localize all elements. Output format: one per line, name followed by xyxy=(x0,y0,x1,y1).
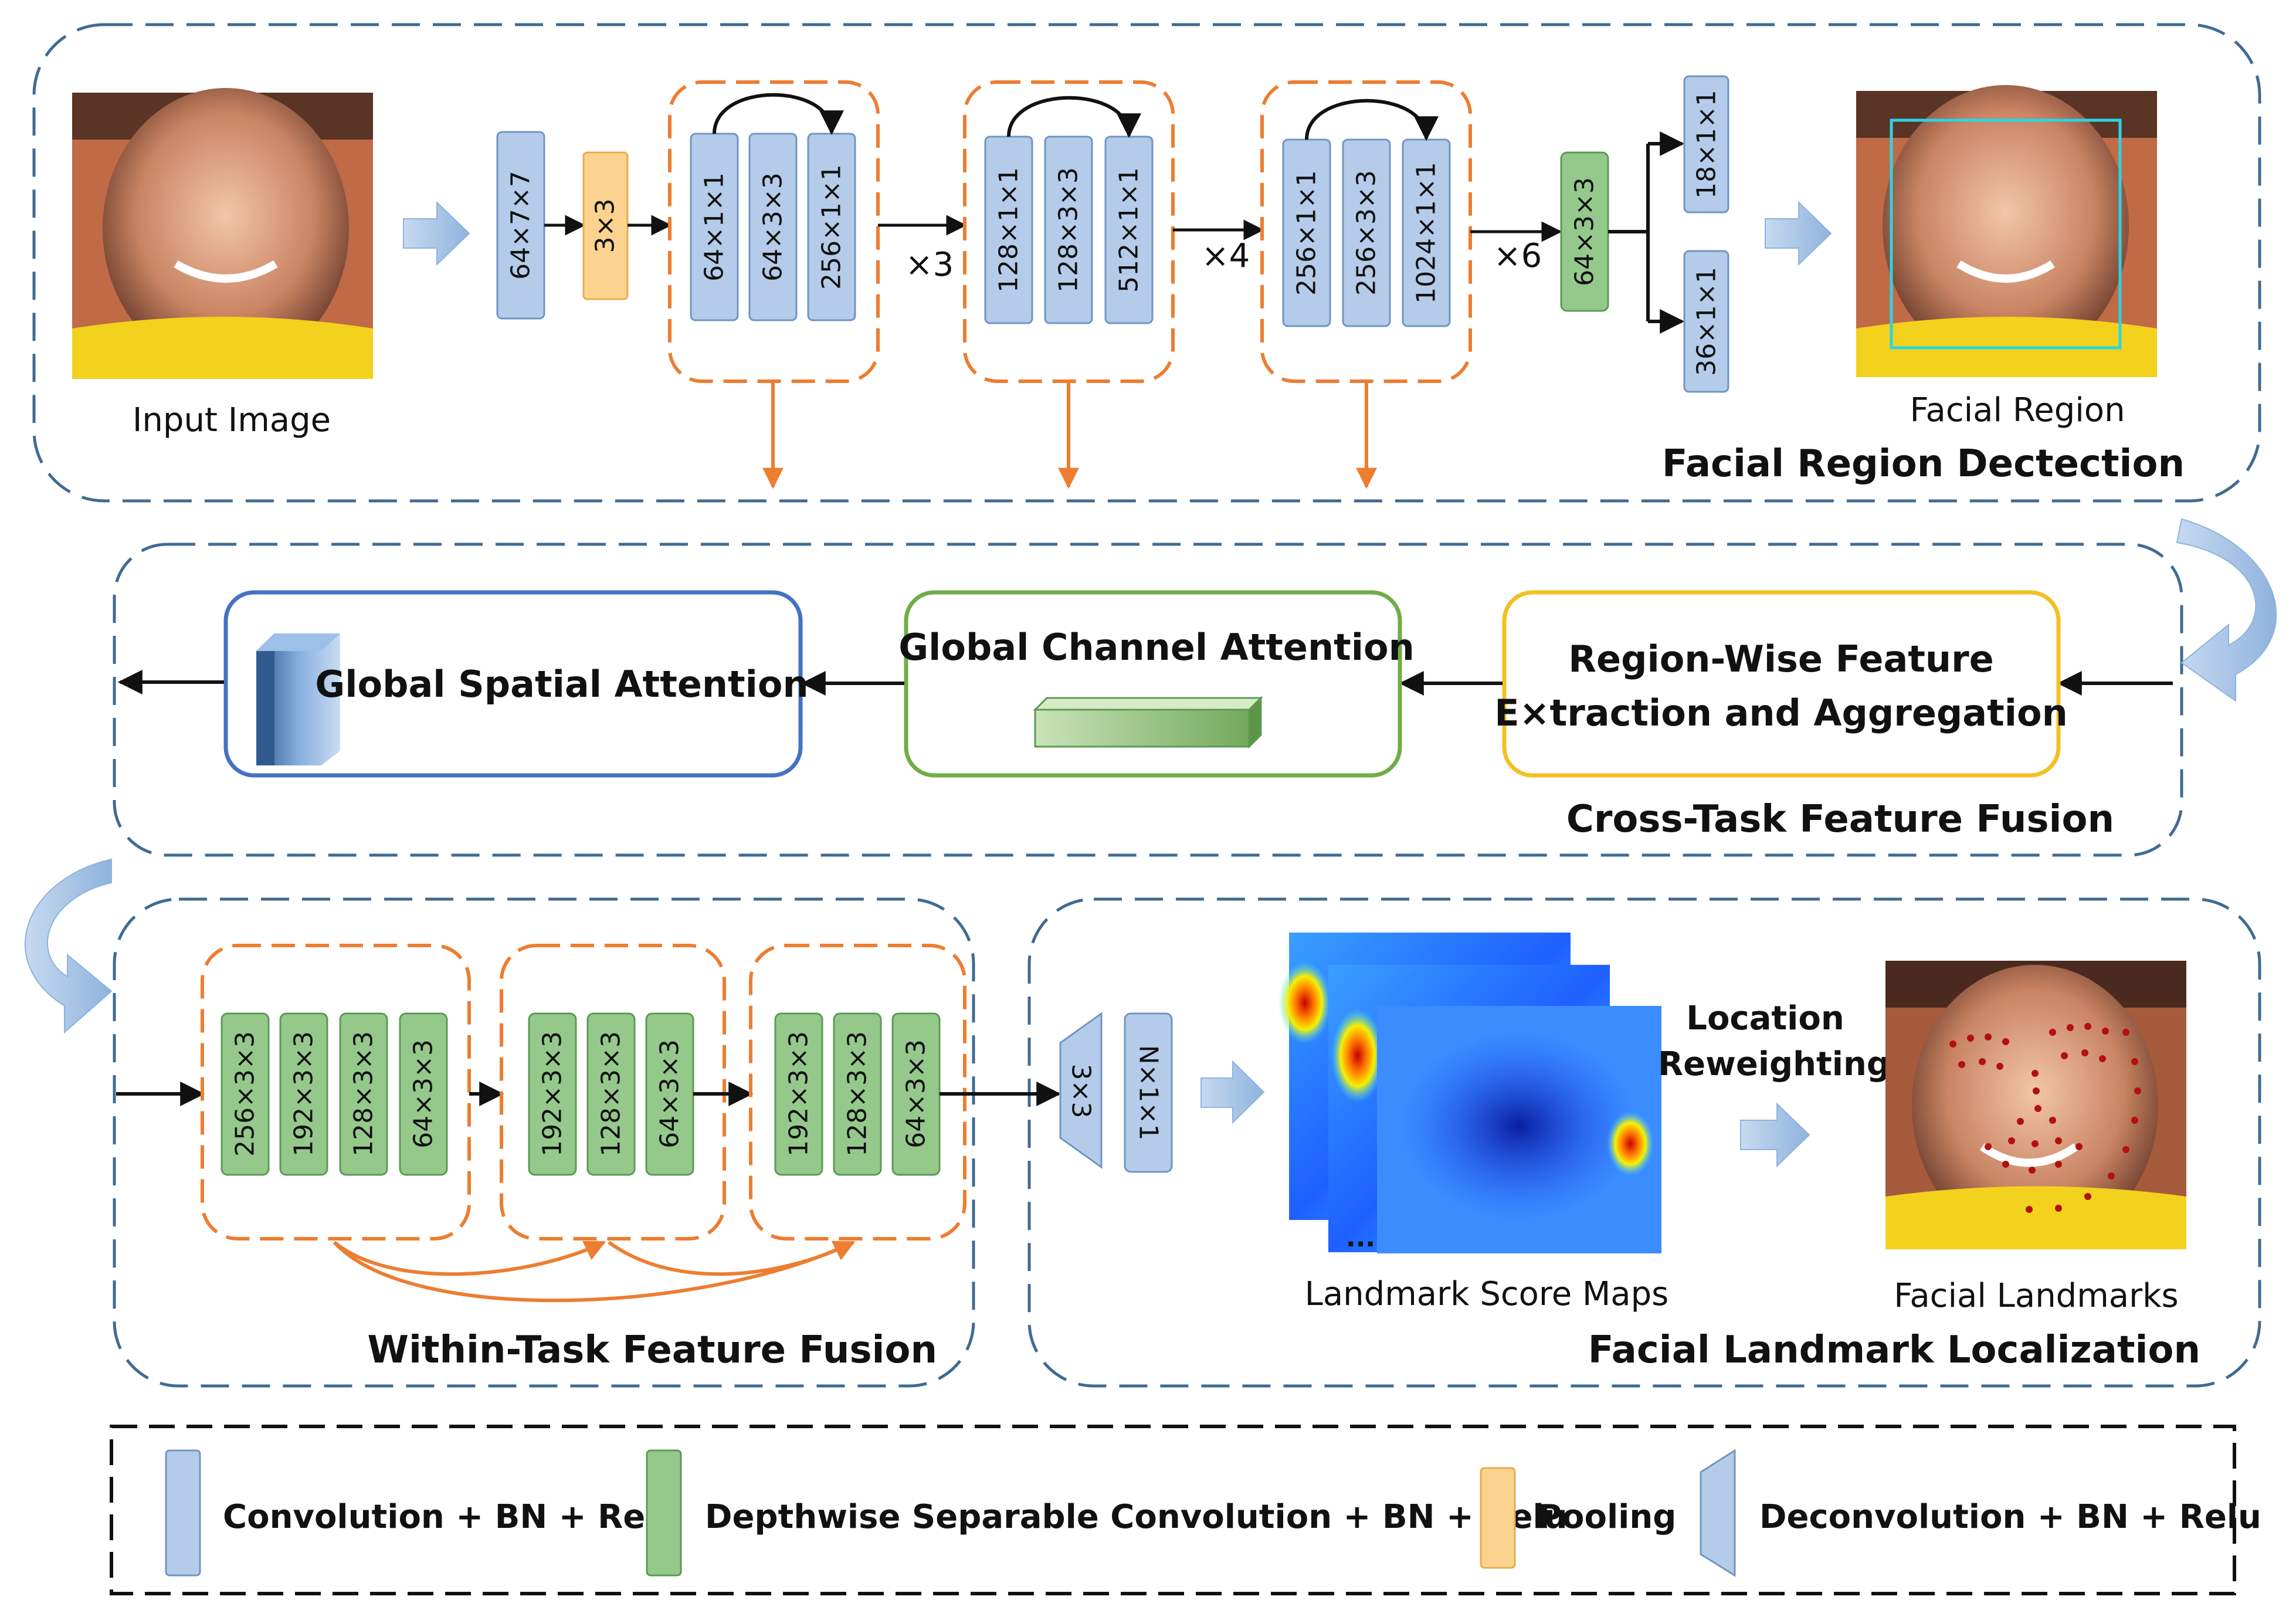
landmark-conv-block: N×1×1 xyxy=(1124,1012,1173,1173)
within-task-fusion-title: Within-Task Feature Fusion xyxy=(367,1328,937,1372)
conv1-block: 64×7×7 xyxy=(496,131,545,320)
facial-landmarks-image xyxy=(1885,961,2186,1249)
w3-conv-c: 64×3×3 xyxy=(901,1039,931,1148)
stage2-blocks: 128×1×1 128×3×3 512×1×1 xyxy=(984,96,1154,324)
head1-label: 18×1×1 xyxy=(1692,90,1722,199)
global-channel-attention-module xyxy=(904,590,1402,778)
stage3-conv-a: 256×1×1 xyxy=(1292,170,1322,296)
block-arrow-icon xyxy=(403,201,470,266)
legend-pool-label: Pooling xyxy=(1538,1498,1676,1536)
facial-region-image xyxy=(1856,85,2157,377)
global-spatial-attention-module xyxy=(223,590,803,778)
global-spatial-attention-label: Global Spatial Attention xyxy=(315,663,808,706)
cross-task-fusion-title: Cross-Task Feature Fusion xyxy=(1566,798,2114,841)
deconv-label: 3×3 xyxy=(1066,1064,1096,1118)
global-channel-attention-label: Global Channel Attention xyxy=(898,626,1415,669)
panel-facial-region-detection xyxy=(32,23,2261,503)
curved-block-arrow-icon xyxy=(25,858,113,1034)
stage2-conv-a: 128×1×1 xyxy=(994,167,1024,293)
location-reweighting-label-2: Reweighting xyxy=(1658,1045,1890,1083)
stage1-conv-c: 256×1×1 xyxy=(817,164,847,290)
stage2-conv-c: 512×1×1 xyxy=(1114,167,1144,293)
pool-block: 3×3 xyxy=(582,151,629,300)
pool-label: 3×3 xyxy=(591,199,620,253)
w3-conv-b: 128×3×3 xyxy=(843,1031,873,1157)
w1-conv-a: 256×3×3 xyxy=(230,1031,260,1157)
conv1-label: 64×7×7 xyxy=(506,171,536,280)
stage2-conv-b: 128×3×3 xyxy=(1054,167,1084,293)
legend-pool: Pooling xyxy=(1480,1467,1676,1569)
landmark-conv-label: N×1×1 xyxy=(1134,1045,1164,1141)
legend-deconv-label: Deconvolution + BN + Relu xyxy=(1759,1498,2261,1536)
stage3-conv-c: 1024×1×1 xyxy=(1412,162,1442,304)
channel-slab-icon xyxy=(1033,696,1263,749)
w3-conv-a: 192×3×3 xyxy=(784,1031,814,1157)
legend-dwconv-label: Depthwise Separable Convolution + BN + R… xyxy=(705,1498,1568,1536)
stage3-repeat: ×6 xyxy=(1494,237,1542,275)
input-image-label: Input Image xyxy=(133,401,331,439)
dw-block: 64×3×3 xyxy=(1560,151,1609,312)
curved-block-arrow-icon xyxy=(2176,518,2277,702)
panel-cross-task-fusion xyxy=(113,543,2183,857)
block-arrow-icon xyxy=(1765,201,1832,266)
landmark-localization-title: Facial Landmark Localization xyxy=(1588,1328,2200,1372)
panel-within-task-fusion xyxy=(113,897,975,1388)
w2-conv-a: 192×3×3 xyxy=(538,1031,568,1157)
legend-deconv: Deconvolution + BN + Relu xyxy=(1700,1449,2261,1577)
block-arrow-icon xyxy=(1200,1060,1265,1124)
spatial-slab-icon xyxy=(256,633,340,765)
stage1-conv-a: 64×1×1 xyxy=(700,172,730,282)
block-arrow-icon xyxy=(1740,1102,1810,1168)
score-maps-ellipsis: ... xyxy=(1346,1223,1375,1253)
region-wise-label-1: Region-Wise Feature xyxy=(1568,638,1993,680)
region-wise-module xyxy=(1502,590,2061,778)
dw-label: 64×3×3 xyxy=(1570,177,1600,286)
facial-region-label: Facial Region xyxy=(1910,391,2125,429)
stage3-blocks: 256×1×1 256×3×3 1024×1×1 xyxy=(1282,99,1451,327)
w2-conv-c: 64×3×3 xyxy=(655,1039,685,1148)
legend-conv-label: Convolution + BN + Relu xyxy=(223,1498,680,1536)
deconv-block: 3×3 xyxy=(1059,1012,1103,1169)
stage1-blocks: 64×1×1 64×3×3 256×1×1 xyxy=(690,93,856,321)
within-group-3-blocks: 192×3×3 128×3×3 64×3×3 xyxy=(774,1012,941,1176)
head2-label: 36×1×1 xyxy=(1692,267,1722,376)
stage3-conv-b: 256×3×3 xyxy=(1352,170,1382,296)
panel-landmark-localization xyxy=(1027,897,2261,1388)
stage2-repeat: ×4 xyxy=(1202,237,1250,275)
branch-arrows xyxy=(1608,131,1685,334)
facial-landmarks-label: Facial Landmarks xyxy=(1894,1277,2178,1315)
w2-conv-b: 128×3×3 xyxy=(596,1031,626,1157)
region-wise-label-2: E×traction and Aggregation xyxy=(1494,692,2067,734)
legend-dwconv: Depthwise Separable Convolution + BN + R… xyxy=(646,1449,1568,1577)
stage1-repeat: ×3 xyxy=(905,246,954,284)
legend-box xyxy=(110,1425,2236,1595)
head-blocks: 18×1×1 36×1×1 xyxy=(1683,75,1729,393)
facial-region-detection-title: Facial Region Dectection xyxy=(1662,442,2185,486)
legend-conv: Convolution + BN + Relu xyxy=(165,1449,680,1577)
w1-conv-d: 64×3×3 xyxy=(409,1039,439,1148)
within-group-1-blocks: 256×3×3 192×3×3 128×3×3 64×3×3 xyxy=(221,1012,448,1176)
landmark-score-maps-label: Landmark Score Maps xyxy=(1305,1275,1669,1313)
w1-conv-b: 192×3×3 xyxy=(289,1031,319,1157)
location-reweighting-label-1: Location xyxy=(1686,999,1844,1038)
skip-connections xyxy=(333,1240,856,1303)
w1-conv-c: 128×3×3 xyxy=(349,1031,379,1157)
stage1-conv-b: 64×3×3 xyxy=(758,172,788,282)
input-image xyxy=(72,88,373,379)
within-group-2-blocks: 192×3×3 128×3×3 64×3×3 xyxy=(528,1012,694,1176)
landmark-score-maps: ... xyxy=(1278,933,1661,1253)
